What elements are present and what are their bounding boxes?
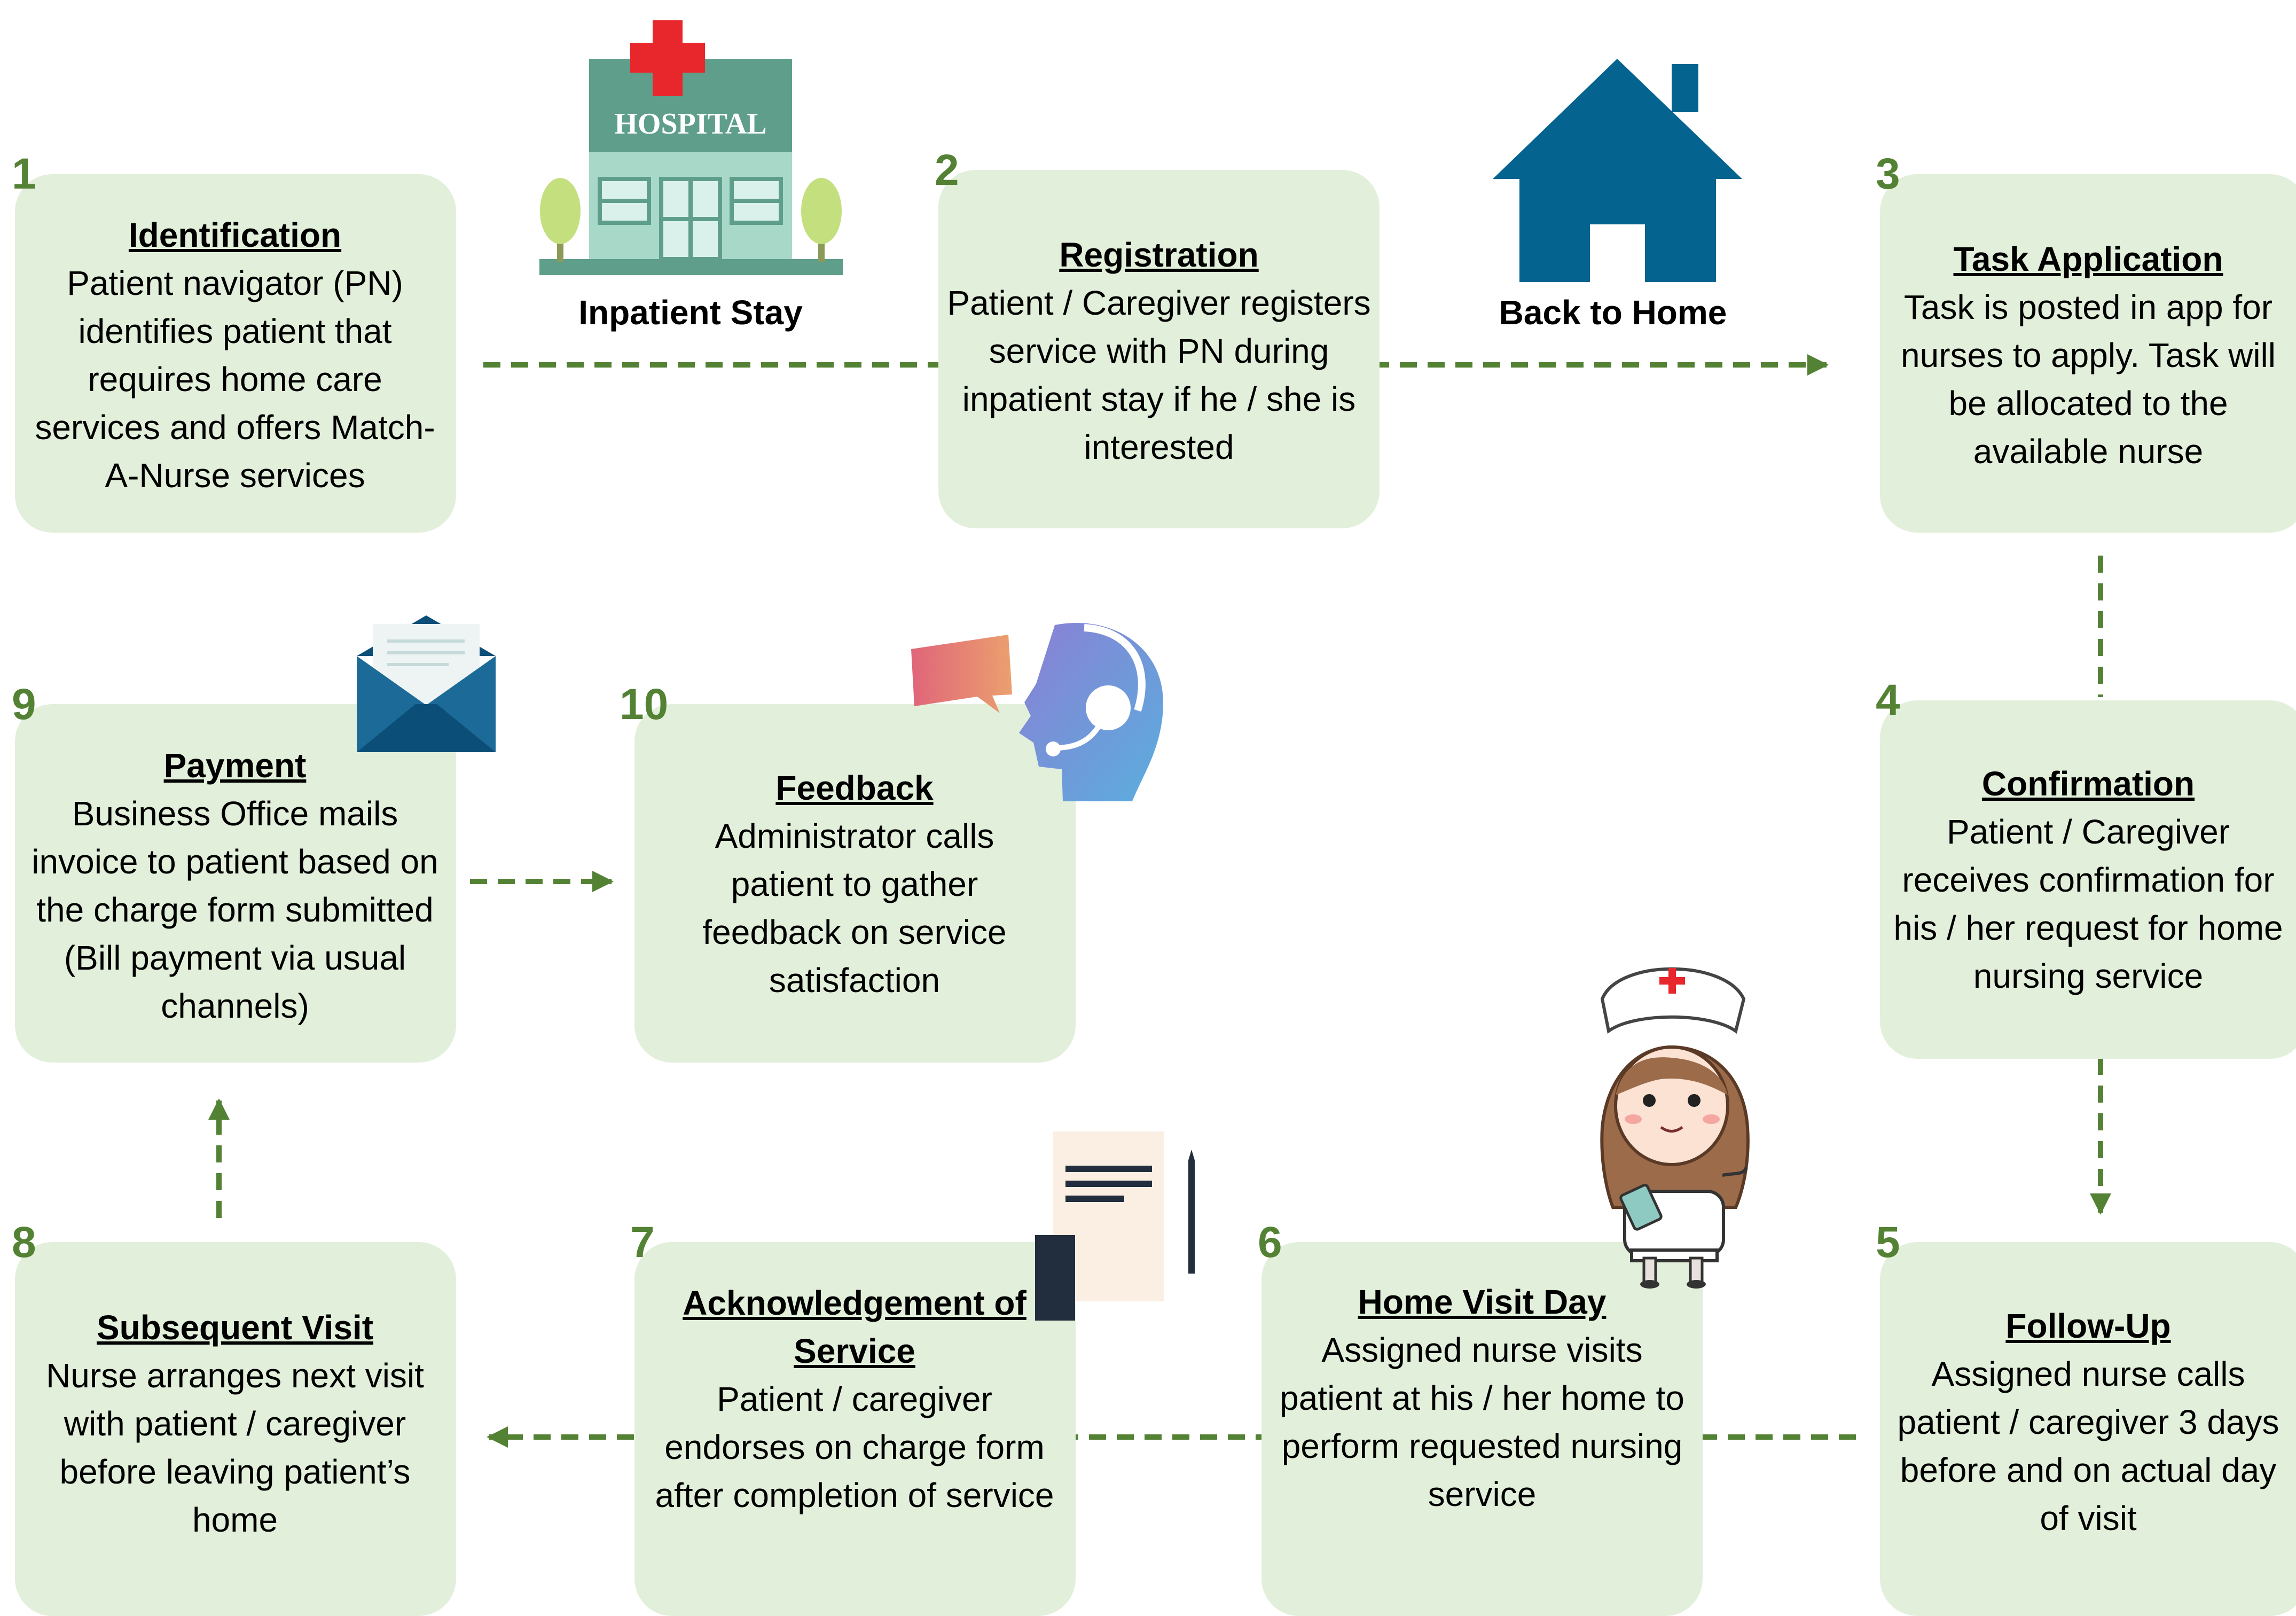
step-card-9 [15,704,456,1063]
step-title-2: Registration [1059,236,1259,274]
hospital-sign-text: HOSPITAL [614,107,766,140]
step-number-1: 1 [12,150,36,198]
step-title-5: Follow-Up [2005,1307,2171,1345]
step-title-3: Task Application [1953,240,2223,278]
step-text-3: Task Application Task is posted in app f… [1885,235,2291,475]
step-text-2: Registration Patient / Caregiver registe… [945,231,1373,471]
caption-inpatient-stay: Inpatient Stay [578,293,803,332]
step-text-7: Acknowledgement of Service Patient / car… [652,1279,1057,1519]
step-number-5: 5 [1876,1218,1900,1267]
step-title-1: Identification [128,216,342,254]
step-number-3: 3 [1876,150,1900,198]
step-title-6: Home Visit Day [1358,1283,1607,1321]
step-number-8: 8 [12,1218,36,1267]
step-body-7: Patient / caregiver endorses on charge f… [655,1380,1054,1514]
step-body-6: Assigned nurse visits patient at his / h… [1280,1331,1684,1513]
step-card-1 [15,174,456,533]
step-body-4: Patient / Caregiver receives confirmatio… [1893,813,2283,995]
caption-back-to-home: Back to Home [1499,293,1727,332]
step-title-8: Subsequent Visit [96,1308,374,1347]
step-body-9: Business Office mails invoice to patient… [32,794,438,1025]
step-text-4: Confirmation Patient / Caregiver receive… [1885,760,2291,1000]
step-body-10: Administrator calls patient to gather fe… [702,817,1007,1000]
step-body-2: Patient / Caregiver registers service wi… [947,284,1371,466]
step-text-10: Feedback Administrator calls patient to … [665,764,1044,1004]
step-title-4: Confirmation [1981,764,2195,803]
step-text-8: Subsequent Visit Nurse arranges next vis… [24,1303,446,1544]
step-body-1: Patient navigator (PN) identifies patien… [35,264,435,495]
step-number-10: 10 [620,680,669,729]
step-number-2: 2 [935,146,959,194]
step-number-7: 7 [630,1218,655,1267]
step-card-3 [1880,174,2296,533]
step-card-8 [15,1242,456,1616]
step-text-5: Follow-Up Assigned nurse calls patient /… [1885,1302,2291,1542]
step-number-4: 4 [1876,676,1900,724]
step-card-6 [1261,1242,1703,1616]
step-card-7 [634,1242,1076,1616]
step-body-3: Task is posted in app for nurses to appl… [1901,288,2276,471]
step-text-6: Home Visit Day Assigned nurse visits pat… [1268,1278,1696,1518]
step-card-10 [634,704,1076,1063]
step-body-8: Nurse arranges next visit with patient /… [46,1356,424,1539]
step-card-2 [938,170,1380,528]
step-title-10: Feedback [775,769,934,807]
step-card-4 [1880,700,2296,1059]
step-title-7: Acknowledgement of Service [683,1284,1026,1370]
step-text-1: Identification Patient navigator (PN) id… [21,211,449,499]
step-number-6: 6 [1258,1218,1282,1267]
step-number-9: 9 [12,680,36,729]
step-text-9: Payment Business Office mails invoice to… [24,741,446,1030]
step-body-5: Assigned nurse calls patient / caregiver… [1897,1355,2279,1537]
step-card-5 [1880,1242,2296,1616]
step-title-9: Payment [163,746,307,785]
